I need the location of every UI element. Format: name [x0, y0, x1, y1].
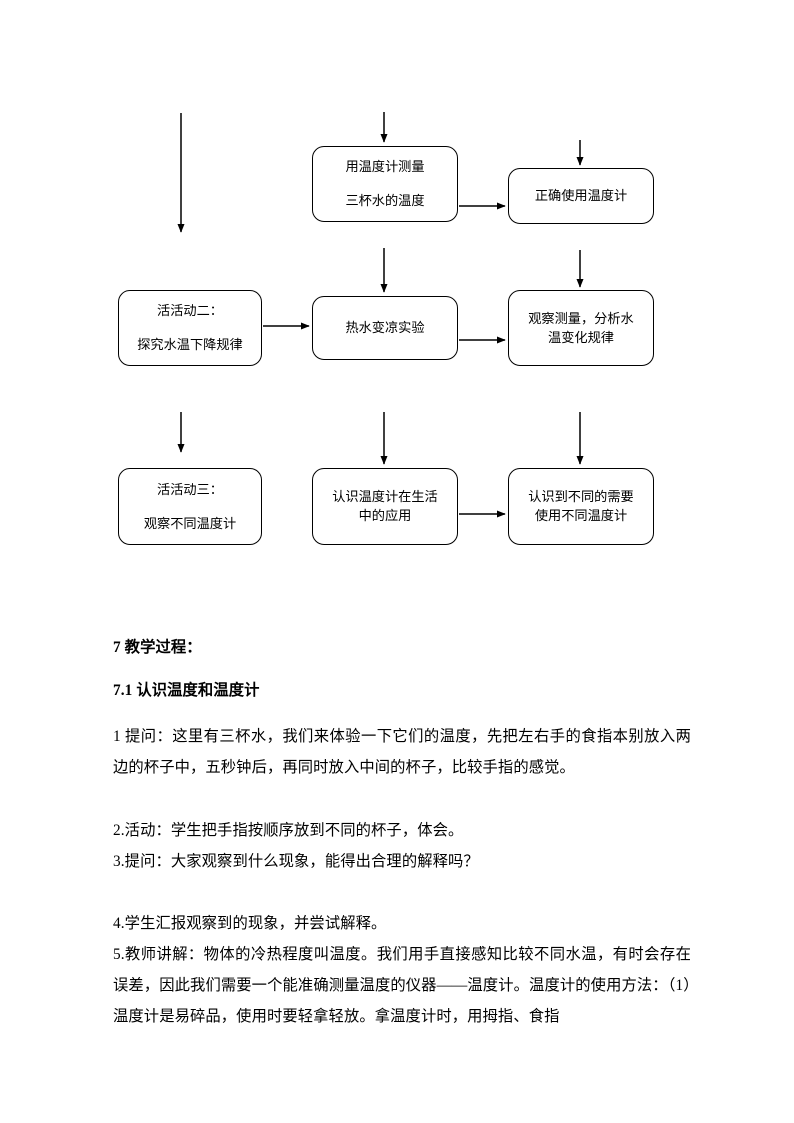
flow-node-measure-three-cups[interactable]: 用温度计测量 三杯水的温度	[312, 146, 458, 222]
flow-node-line-2: 温变化规律	[548, 329, 614, 345]
paragraph-2: 2.活动：学生把手指按顺序放到不同的杯子，体会。	[113, 822, 464, 839]
paragraph-5: 5.教师讲解：物体的冷热程度叫温度。我们用手直接感知比较不同水温，有时会存在误差…	[113, 946, 691, 1025]
flow-node-line-2: 使用不同温度计	[534, 508, 628, 523]
paragraph-1: 1 提问：这里有三杯水，我们来体验一下它们的温度，先把左右手的食指本别放入两边的…	[113, 728, 691, 776]
heading-know-temperature-and-thermometer: 7.1 认识温度和温度计	[113, 682, 260, 699]
flow-node-line-1: 活活动三：	[157, 481, 223, 497]
flow-node-correct-use-thermometer[interactable]: 正确使用温度计	[508, 168, 654, 224]
flow-node-line-2: 观察不同温度计	[143, 515, 237, 531]
flow-node-observe-measure-analyze[interactable]: 观察测量，分析水 温变化规律	[508, 290, 654, 366]
flow-node-line-1: 观察测量，分析水	[528, 310, 634, 326]
flow-node-different-needs-different-thermometers[interactable]: 认识到不同的需要 使用不同温度计	[508, 468, 654, 545]
flowchart: 用温度计测量 三杯水的温度 正确使用温度计 活活动二： 探究水温下降规律 热水变…	[118, 112, 654, 545]
flow-node-hot-water-cooling-experiment[interactable]: 热水变凉实验	[312, 296, 458, 360]
flow-node-line-1: 热水变凉实验	[345, 320, 425, 336]
flow-node-thermometer-in-daily-life[interactable]: 认识温度计在生活 中的应用	[312, 468, 458, 545]
heading-teaching-process: 7 教学过程：	[113, 639, 202, 656]
flow-node-line-2: 中的应用	[358, 508, 412, 523]
flowchart-connectors	[177, 112, 584, 518]
flow-node-line-1: 认识温度计在生活	[332, 489, 438, 505]
paragraph-4: 4.学生汇报观察到的现象，并尝试解释。	[113, 915, 387, 932]
flow-node-line-1: 用温度计测量	[345, 159, 425, 175]
flow-node-line-1: 活活动二：	[157, 303, 223, 319]
flow-node-line-2: 三杯水的温度	[345, 193, 425, 208]
flow-node-line-1: 正确使用温度计	[534, 188, 628, 204]
flow-node-line-2: 探究水温下降规律	[137, 337, 243, 352]
flow-node-line-1: 认识到不同的需要	[528, 489, 634, 505]
flow-node-activity-three[interactable]: 活活动三： 观察不同温度计	[118, 468, 262, 545]
flow-node-activity-two[interactable]: 活活动二： 探究水温下降规律	[118, 290, 262, 366]
paragraph-3: 3.提问：大家观察到什么现象，能得出合理的解释吗？	[113, 853, 479, 870]
